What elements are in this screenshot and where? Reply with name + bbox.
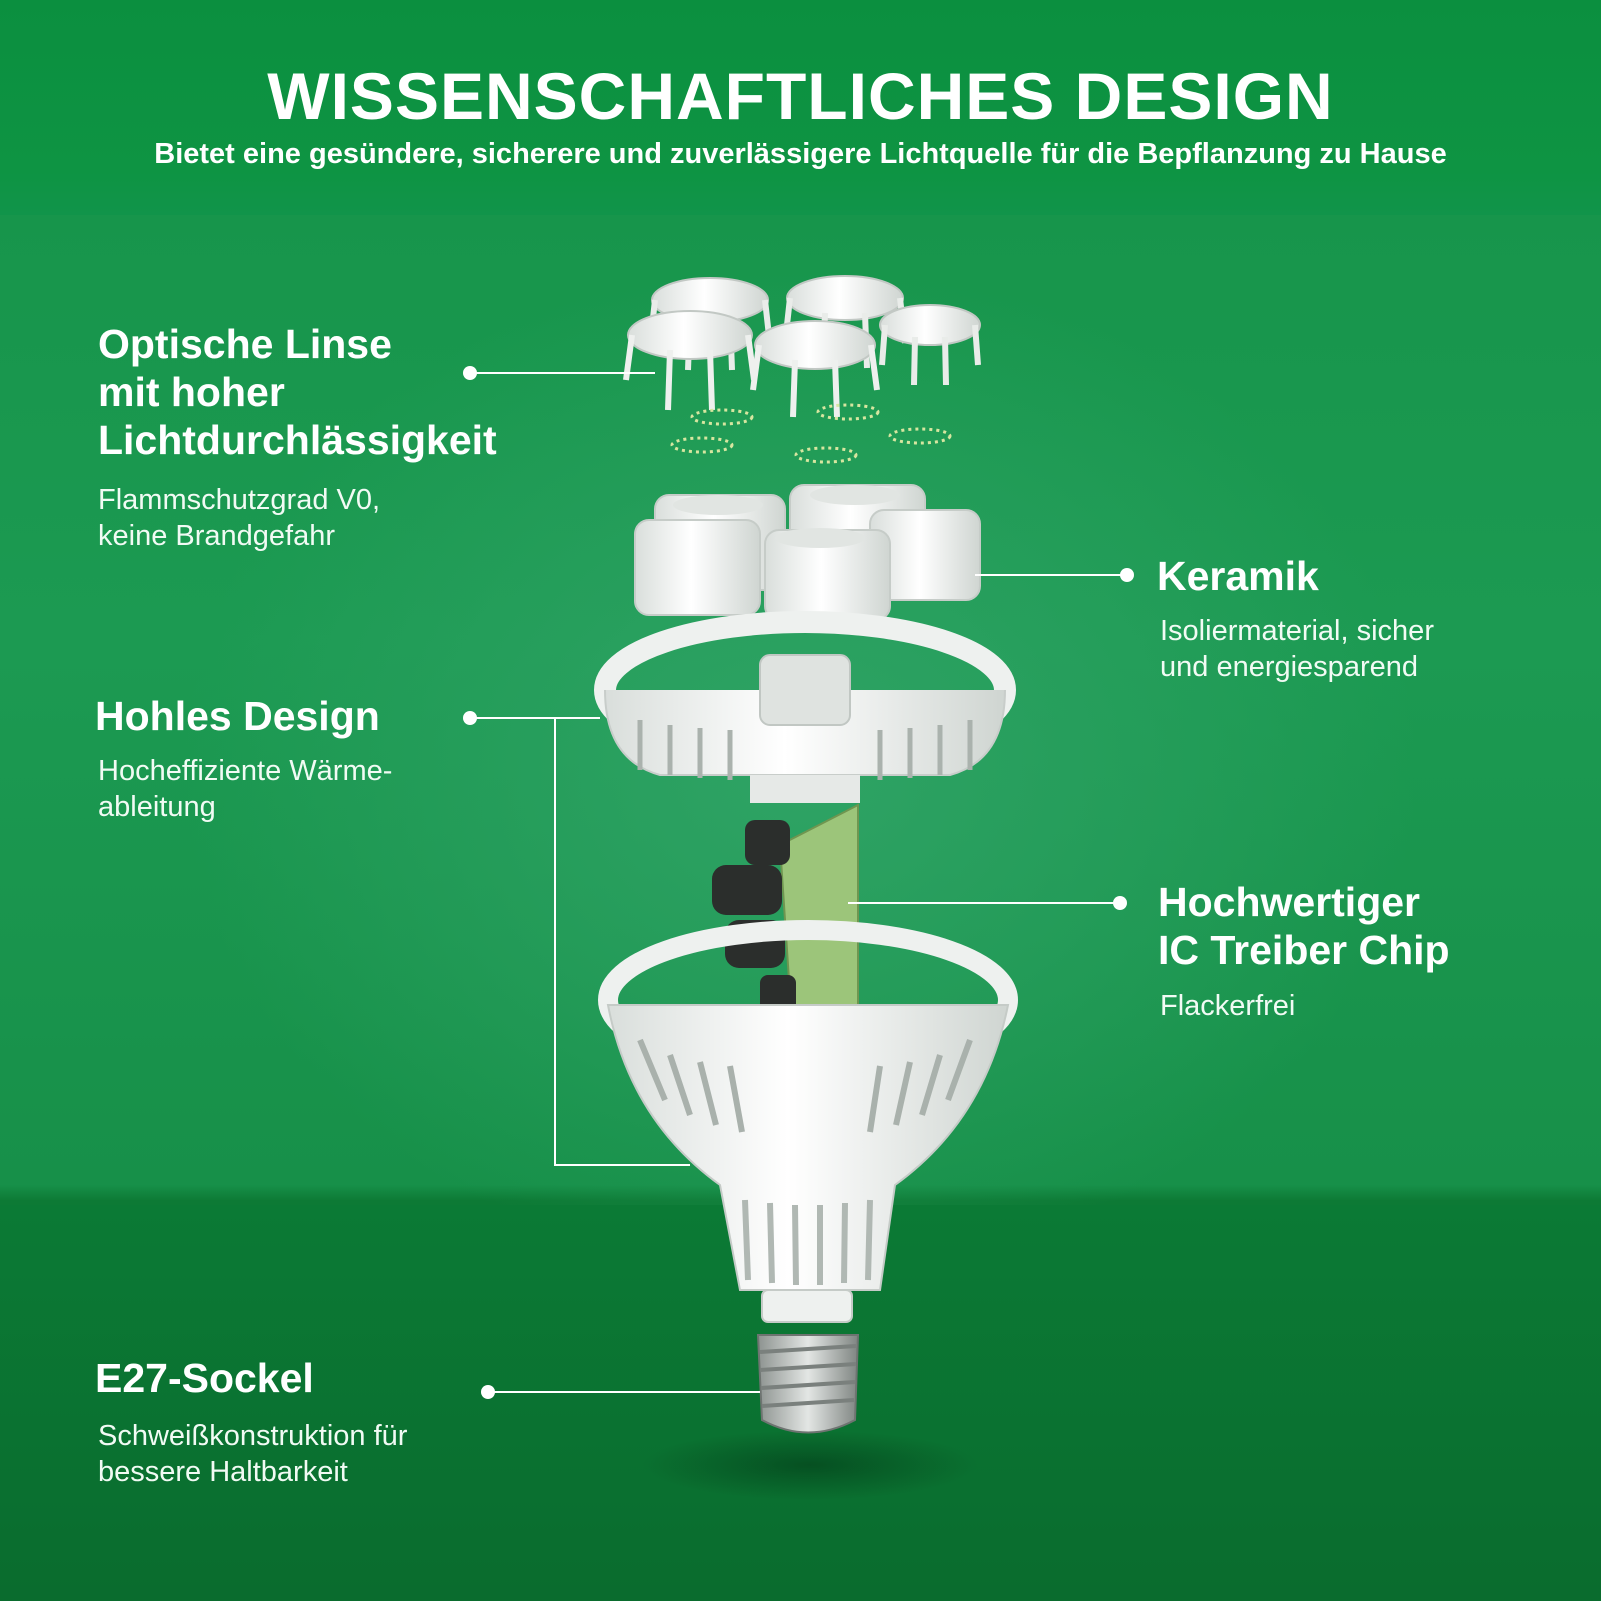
ceramic-description: Isoliermaterial, sicher und energiespare… — [1160, 613, 1434, 685]
lens-unit — [750, 320, 880, 418]
socket-desc-line: bessere Haltbarkeit — [98, 1456, 348, 1488]
ceramic-title-line: Keramik — [1157, 553, 1319, 599]
socket-desc-line: Schweißkonstruktion für — [98, 1420, 408, 1452]
lens-desc-line: keine Brandgefahr — [98, 520, 335, 552]
bulb-shadow — [640, 1430, 980, 1500]
socket-title-line: E27-Sockel — [95, 1355, 314, 1401]
chip-title: Hochwertiger IC Treiber Chip — [1158, 878, 1450, 974]
lens-title: Optische Linse mit hoher Lichtdurchlässi… — [98, 320, 497, 464]
socket-description: Schweißkonstruktion für bessere Haltbark… — [98, 1418, 407, 1490]
ceramic-board-group — [634, 484, 981, 621]
lens-title-line: Optische Linse — [98, 321, 392, 367]
ceramic-title: Keramik — [1157, 552, 1319, 600]
header-background — [0, 0, 1601, 215]
page-subtitle: Bietet eine gesündere, sicherere und zuv… — [154, 138, 1447, 170]
hollow-desc-line: ableitung — [98, 791, 216, 823]
leader-lines — [470, 372, 1127, 1393]
e27-socket — [756, 1334, 860, 1434]
optical-lens-group — [623, 275, 981, 464]
lens-title-line: Lichtdurchlässigkeit — [98, 417, 497, 463]
lens-title-line: mit hoher — [98, 369, 285, 415]
lens-unit — [879, 304, 981, 386]
chip-description: Flackerfrei — [1160, 988, 1295, 1024]
lens-desc-line: Flammschutzgrad V0, — [98, 484, 381, 516]
hollow-desc-line: Hocheffiziente Wärme- — [98, 755, 393, 787]
chip-desc-line: Flackerfrei — [1160, 990, 1296, 1022]
ceramic-desc-line: und energiesparend — [1160, 651, 1418, 683]
leader-dots — [463, 366, 1134, 1399]
heatsink-housing — [598, 920, 1018, 1323]
page-title: WISSENSCHAFTLICHES DESIGN — [267, 59, 1334, 133]
hollow-title: Hohles Design — [95, 692, 380, 740]
lens-description: Flammschutzgrad V0, keine Brandgefahr — [98, 482, 380, 554]
chip-title-line: IC Treiber Chip — [1158, 927, 1450, 973]
hollow-title-line: Hohles Design — [95, 693, 380, 739]
ceramic-desc-line: Isoliermaterial, sicher — [1160, 615, 1434, 647]
socket-title: E27-Sockel — [95, 1354, 314, 1402]
hollow-frame — [594, 611, 1016, 803]
chip-title-line: Hochwertiger — [1158, 879, 1420, 925]
hollow-description: Hocheffiziente Wärme- ableitung — [98, 753, 392, 825]
lens-unit — [623, 310, 757, 411]
